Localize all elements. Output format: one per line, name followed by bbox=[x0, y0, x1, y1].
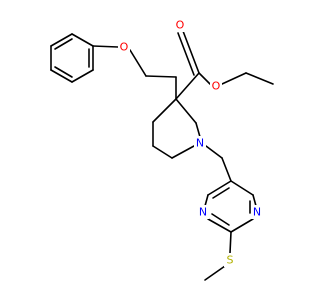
pyr-bond-3 bbox=[230, 218, 254, 233]
atom-label-s-thioether: S bbox=[227, 254, 234, 267]
quaternary-carbonyl-bond bbox=[175, 72, 200, 100]
n-ch2-bond bbox=[205, 145, 223, 159]
pyr-inner-3 bbox=[211, 213, 230, 226]
bond-layer bbox=[50, 30, 274, 281]
atom-n-pyrimidine-a: N bbox=[197, 205, 209, 219]
benzene-bond-6 bbox=[50, 33, 73, 47]
atom-n-pyrimidine-b: N bbox=[251, 205, 263, 219]
molecule-diagram: O O O N N N S bbox=[50, 18, 274, 281]
pyr-bond-1 bbox=[230, 180, 254, 196]
atom-label-n-pyrimidine-a: N bbox=[199, 206, 207, 219]
atom-o-ether: O bbox=[118, 40, 130, 54]
atom-label-layer: O O O N N N S bbox=[118, 18, 263, 267]
pyr-inner-1 bbox=[212, 187, 230, 199]
atom-o-ester: O bbox=[210, 79, 222, 93]
pip-bond-1 bbox=[175, 98, 197, 124]
pip-bond-4 bbox=[152, 145, 173, 159]
pip-bond-2 bbox=[195, 122, 201, 138]
structure-svg: O O O N N N S bbox=[50, 18, 274, 281]
atom-label-n-pyrimidine-b: N bbox=[253, 206, 261, 219]
ring-o-bond bbox=[92, 45, 119, 48]
benzene-bond-3 bbox=[71, 69, 94, 83]
carbonyl-double-b bbox=[177, 32, 195, 76]
benzene-bond-1 bbox=[71, 33, 94, 47]
o-ch2-bond bbox=[129, 49, 147, 77]
atom-o-carbonyl: O bbox=[174, 18, 186, 32]
ch2-pyrimidine-bond bbox=[221, 157, 232, 182]
c-s-bond bbox=[229, 231, 232, 254]
ethyl-bond bbox=[245, 72, 274, 85]
ch2-ch2-bond bbox=[145, 75, 177, 78]
atom-label-o-carbonyl: O bbox=[176, 19, 185, 32]
pip-bond-6 bbox=[152, 98, 177, 123]
s-ch3-bond bbox=[204, 265, 226, 281]
pyr-bond-2 bbox=[252, 194, 257, 207]
pip-bond-3 bbox=[171, 145, 195, 159]
atom-label-n-piperidine: N bbox=[196, 137, 204, 150]
carbonyl-double-a bbox=[182, 30, 200, 74]
atom-n-piperidine: N bbox=[194, 136, 206, 150]
atom-label-o-ester: O bbox=[212, 80, 221, 93]
pyr-bond-6 bbox=[207, 180, 232, 196]
benzene-bond-4 bbox=[50, 69, 73, 83]
pyr-bond-4 bbox=[207, 218, 232, 233]
pyr-bond-5 bbox=[204, 194, 209, 207]
benzene-inner-3 bbox=[54, 38, 73, 50]
carbonyl-ester-o-bond bbox=[198, 72, 211, 85]
atom-s-thioether: S bbox=[224, 253, 236, 267]
ester-o-ch2-bond bbox=[221, 72, 247, 85]
atom-label-o-ether: O bbox=[120, 41, 129, 54]
benzene-inner-2 bbox=[54, 66, 73, 78]
